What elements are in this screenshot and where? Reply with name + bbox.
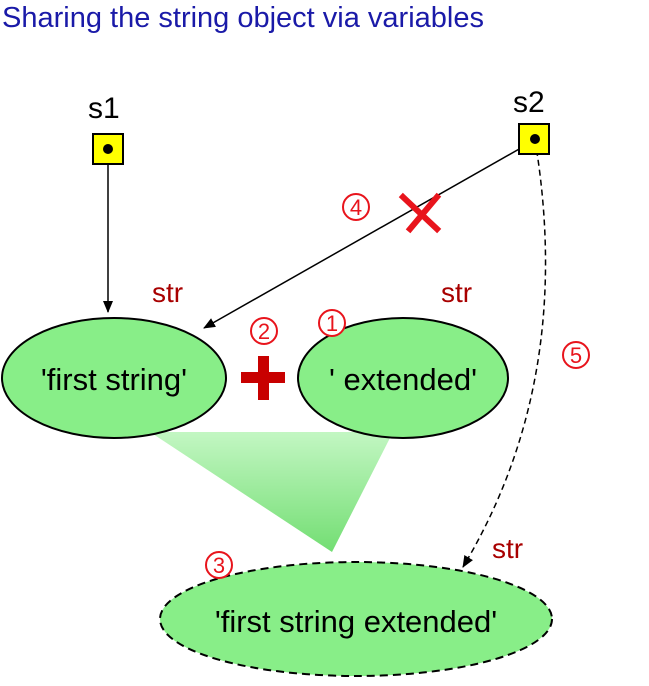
step-marker-5-label: 5 bbox=[570, 343, 582, 368]
plus-icon bbox=[241, 356, 285, 400]
object-first-string bbox=[1, 317, 227, 439]
step-marker-2: 2 bbox=[250, 317, 278, 345]
step-marker-3-label: 3 bbox=[213, 553, 225, 578]
variable-s1-pointer-dot bbox=[103, 144, 113, 154]
variable-s2-label: s2 bbox=[513, 86, 545, 119]
step-marker-1-label: 1 bbox=[326, 311, 338, 336]
cross-out-mark bbox=[398, 192, 442, 234]
object-extended-type: str bbox=[441, 277, 472, 308]
step-marker-5: 5 bbox=[562, 341, 590, 369]
step-marker-3: 3 bbox=[205, 551, 233, 579]
step-marker-2-label: 2 bbox=[258, 319, 270, 344]
arrow-s2-to-result bbox=[462, 139, 547, 568]
object-extended-text: ' extended' bbox=[329, 362, 477, 397]
step-marker-1: 1 bbox=[318, 309, 346, 337]
step-marker-4-label: 4 bbox=[350, 195, 362, 220]
object-first-string-text: 'first string' bbox=[41, 362, 187, 397]
merge-funnel bbox=[150, 432, 393, 552]
step-marker-4: 4 bbox=[342, 193, 370, 221]
object-first-string-extended bbox=[159, 561, 553, 677]
object-extended bbox=[297, 317, 509, 439]
object-first-string-extended-text: 'first string extended' bbox=[215, 604, 497, 639]
object-first-string-extended-type: str bbox=[492, 533, 523, 564]
object-first-string-type: str bbox=[152, 277, 183, 308]
variable-s2-pointer-dot bbox=[530, 134, 540, 144]
variable-s1-label: s1 bbox=[88, 92, 120, 125]
arrow-s2-to-first-string bbox=[203, 139, 536, 329]
diagram-title: Sharing the string object via variables bbox=[2, 2, 484, 34]
variable-s2-box bbox=[518, 123, 550, 155]
